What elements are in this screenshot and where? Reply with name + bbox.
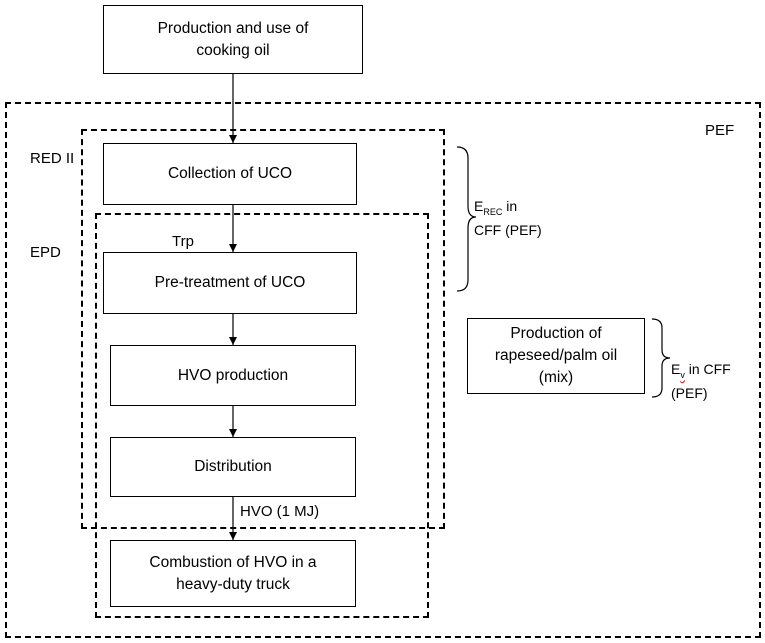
brace-ev — [651, 318, 671, 398]
box-combustion-of-hvo: Combustion of HVO in a heavy-duty truck — [110, 540, 356, 607]
label-pef: PEF — [705, 122, 735, 139]
box-collection-label: Collection of UCO — [167, 165, 293, 182]
erec-subscript: REC — [483, 206, 503, 217]
annotation-ev: Ev in CFF (PEF) — [671, 360, 731, 402]
box-distribution-label: Distribution — [194, 458, 272, 475]
label-hvo-1mj: HVO (1 MJ) — [240, 503, 320, 520]
epd-boundary — [95, 213, 429, 618]
box-pretreatment-of-uco: Pre-treatment of UCO — [103, 252, 357, 314]
red-ii-boundary — [81, 129, 445, 529]
erec-main: E — [474, 198, 484, 214]
box-hvo-production: HVO production — [110, 345, 356, 406]
box-hvo-production-label: HVO production — [177, 366, 289, 384]
erec-suffix: in — [502, 198, 518, 214]
ev-main: E — [671, 361, 681, 377]
box-production-use-label: Production and use of cooking oil — [157, 19, 309, 59]
box-combustion-label: Combustion of HVO in a heavy-duty truck — [149, 553, 317, 593]
annotation-erec: EREC in CFF (PEF) — [474, 197, 542, 239]
ev-subscript: v — [680, 369, 685, 380]
box-distribution: Distribution — [110, 437, 356, 497]
box-production-rapeseed-palm-oil: Production of rapeseed/palm oil (mix) — [467, 318, 645, 394]
brace-erec — [456, 146, 477, 292]
ev-line2: (PEF) — [671, 384, 708, 401]
box-collection-of-uco: Collection of UCO — [103, 143, 357, 205]
box-production-use-cooking-oil: Production and use of cooking oil — [103, 5, 363, 74]
box-pretreatment-label: Pre-treatment of UCO — [154, 274, 306, 291]
label-trp: Trp — [172, 233, 194, 250]
label-red-ii: RED II — [30, 150, 75, 167]
label-epd: EPD — [30, 244, 61, 261]
box-rapeseed-label: Production of rapeseed/palm oil (mix) — [494, 325, 618, 386]
erec-line2: CFF (PEF) — [474, 221, 542, 238]
pef-boundary — [5, 102, 761, 638]
ev-suffix: in CFF — [684, 361, 731, 377]
